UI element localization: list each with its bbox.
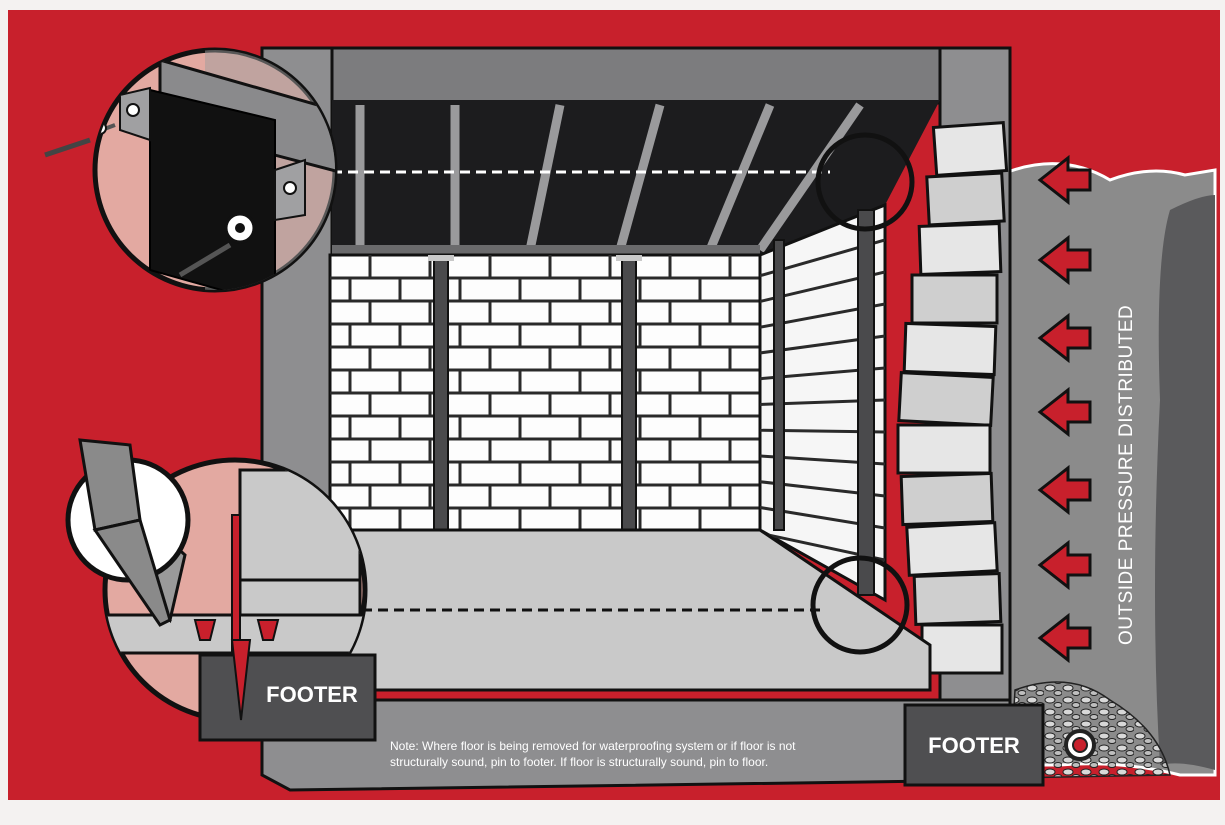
side-wall-brace	[858, 210, 874, 595]
wall-brace-2	[622, 258, 636, 530]
note-line-2: structurally sound, pin to footer. If fl…	[390, 755, 768, 769]
side-wall-brace-2	[774, 240, 784, 530]
note-line-1: Note: Where floor is being removed for w…	[390, 739, 796, 753]
pressure-label: OUTSIDE PRESSURE DISTRIBUTED	[1116, 305, 1137, 645]
house-frame-top	[262, 48, 1002, 103]
wall-brace-1	[434, 258, 448, 530]
brace-bracket-2	[616, 255, 642, 261]
bracket-black-plate	[150, 90, 275, 305]
bolt-hole-icon	[284, 182, 296, 194]
bolt-hole-icon	[127, 104, 139, 116]
brace-bracket-1	[428, 255, 454, 261]
outside-soil-dark	[1155, 195, 1215, 770]
left-footer-label: FOOTER	[266, 682, 358, 707]
drain-pipe-icon	[1066, 731, 1094, 759]
right-footer-label: FOOTER	[928, 733, 1020, 758]
